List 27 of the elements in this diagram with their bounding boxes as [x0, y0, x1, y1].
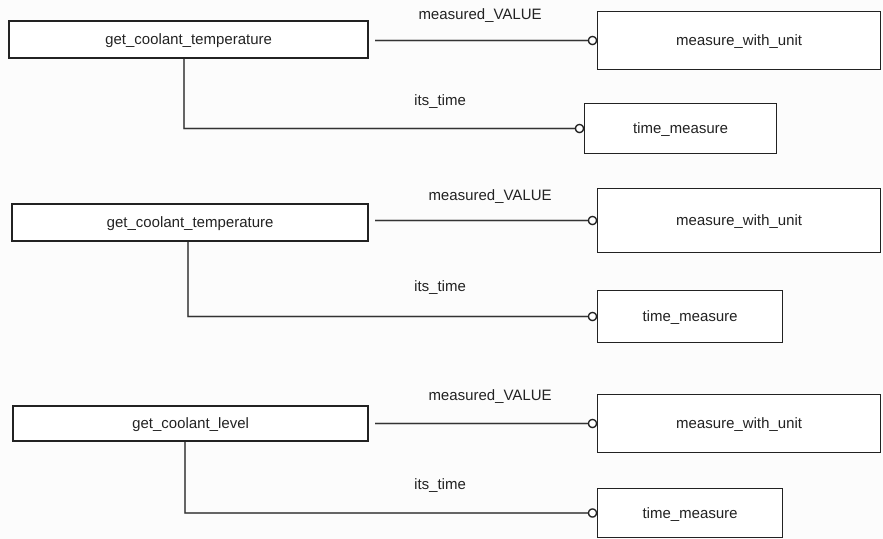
- entity-box: [8, 20, 369, 59]
- entity-box: [11, 203, 369, 242]
- edge-label: its_time: [412, 278, 468, 295]
- entity-box: [597, 188, 881, 253]
- entity-name: get_coolant_temperature: [105, 31, 272, 48]
- edge-label: its_time: [412, 476, 468, 493]
- entity-box: [597, 394, 881, 453]
- connector-line: [375, 36, 598, 46]
- entity-box: [597, 11, 881, 70]
- entity-box: [584, 103, 777, 154]
- entity-name: time_measure: [642, 308, 738, 325]
- entity-name: time_measure: [642, 504, 738, 522]
- entity-box: [12, 405, 369, 442]
- connector-line: [375, 216, 598, 226]
- entity-name: get_coolant_level: [132, 415, 249, 432]
- connector-line: [375, 418, 598, 428]
- entity-name: measure_with_unit: [676, 32, 802, 49]
- connector-line: [184, 442, 598, 518]
- connector-line: [187, 242, 598, 322]
- entity-name: get_coolant_temperature: [106, 214, 274, 231]
- connector-line: [183, 59, 584, 134]
- entity-name: measure_with_unit: [676, 212, 802, 229]
- entity-box: [597, 488, 783, 538]
- edge-label: its_time: [412, 92, 468, 109]
- entity-name: measure_with_unit: [676, 415, 802, 432]
- entity-name: time_measure: [632, 120, 728, 137]
- entity-box: [597, 290, 783, 343]
